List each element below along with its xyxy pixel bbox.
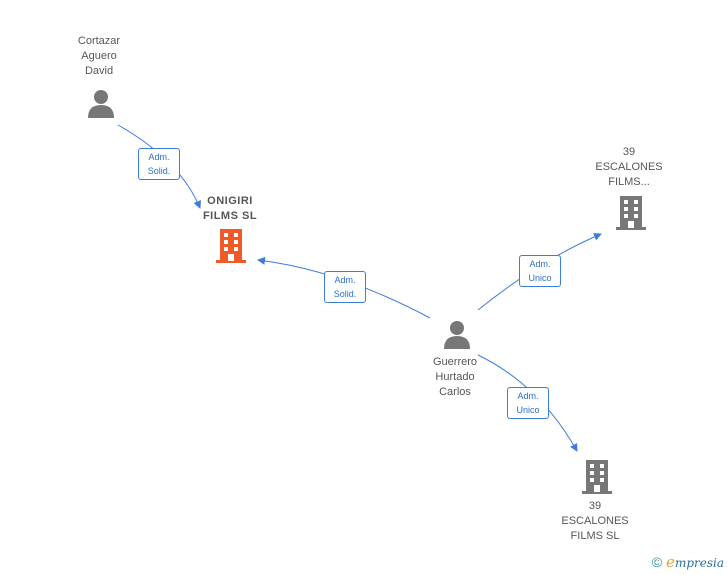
building-icon[interactable]	[616, 196, 646, 230]
edge-label-cortazar-onigiri: Adm. Solid.	[138, 148, 180, 180]
person-icon[interactable]	[86, 88, 116, 118]
edge-label-guerrero-onigiri: Adm. Solid.	[324, 271, 366, 303]
person-icon[interactable]	[442, 319, 472, 349]
node-label-cortazar[interactable]: Cortazar Aguero David	[77, 35, 121, 77]
edge-label-guerrero-escalones-bottom: Adm. Unico	[507, 387, 549, 419]
building-icon[interactable]	[582, 460, 612, 494]
building-icon[interactable]	[216, 229, 246, 263]
node-label-onigiri[interactable]: ONIGIRI FILMS SL	[202, 195, 258, 222]
edge-label-guerrero-escalones-top: Adm. Unico	[519, 255, 561, 287]
node-label-escalones-bottom[interactable]: 39 ESCALONES FILMS SL	[561, 500, 629, 542]
node-label-escalones-top[interactable]: 39 ESCALONES FILMS...	[595, 146, 663, 188]
copyright-icon: ©	[651, 554, 663, 570]
node-label-guerrero[interactable]: Guerrero Hurtado Carlos	[432, 356, 478, 398]
brand-logo[interactable]: empresia	[666, 553, 724, 571]
footer-brand: © empresia	[652, 553, 724, 571]
